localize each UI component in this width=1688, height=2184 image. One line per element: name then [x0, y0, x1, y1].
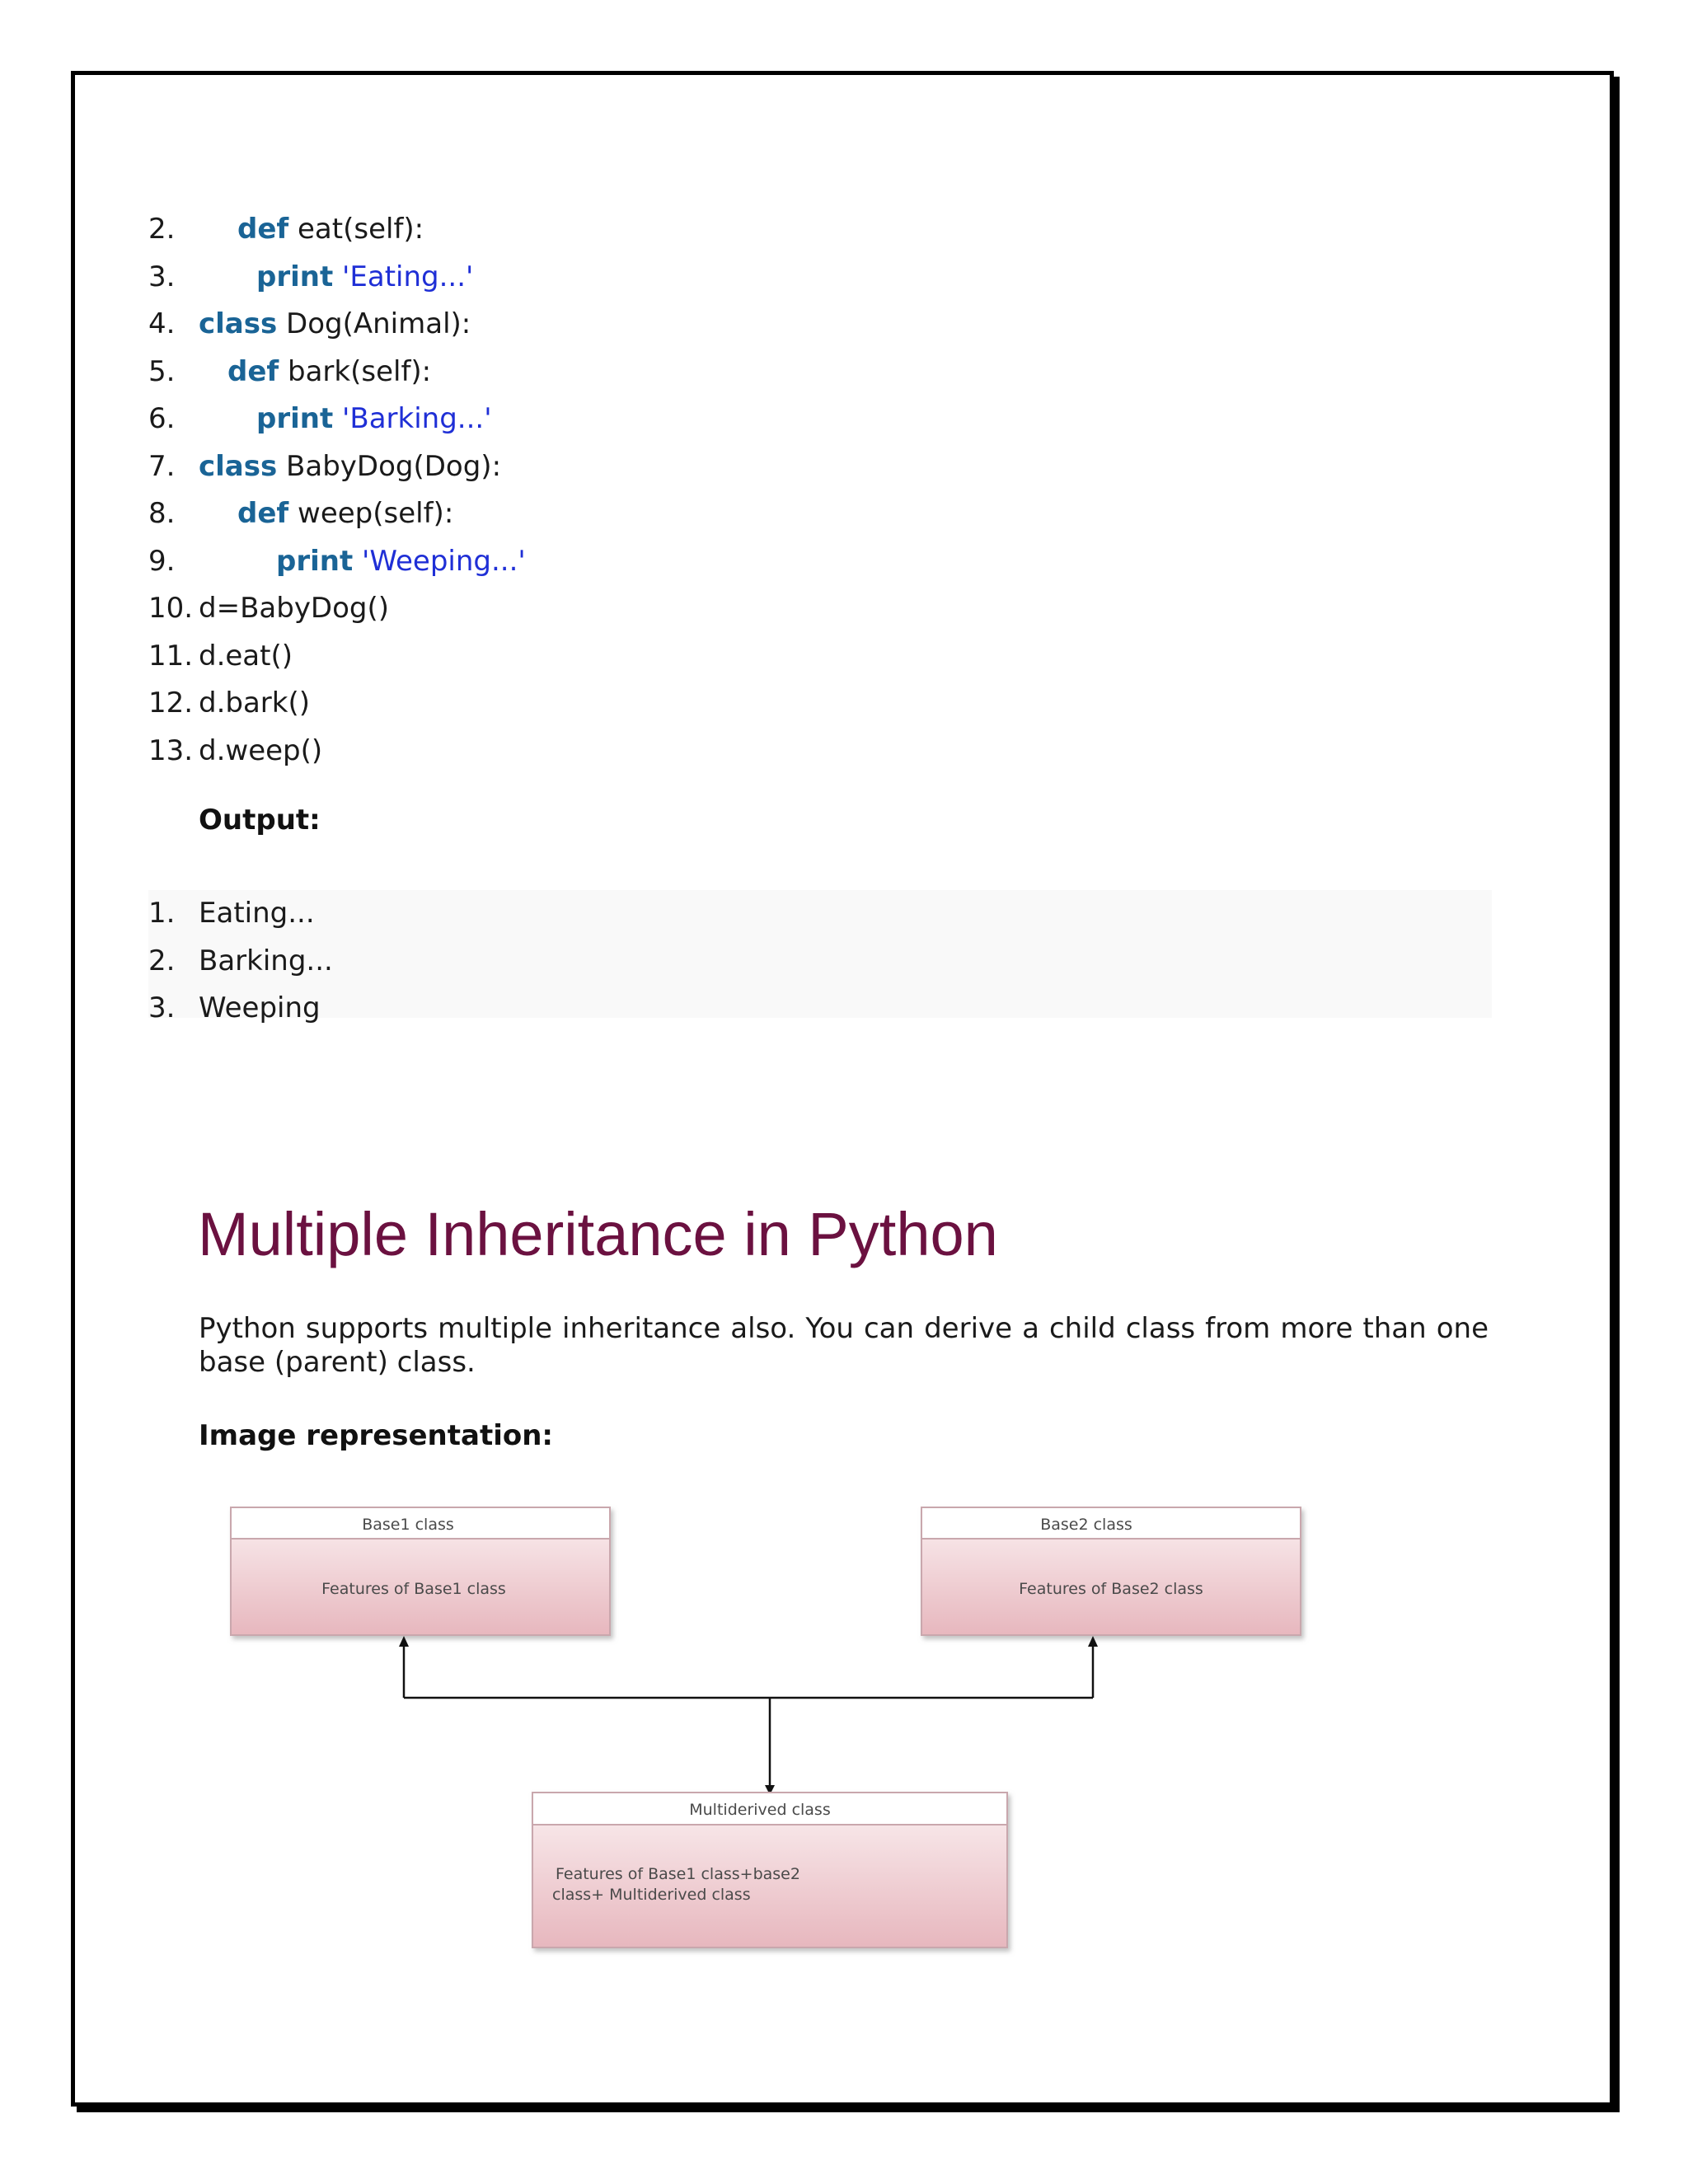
line-number: 11.: [148, 639, 194, 673]
string-literal: 'Barking...': [342, 402, 492, 435]
code-line-10: 10.d=BabyDog(): [148, 585, 1484, 633]
string-literal: 'Weeping...': [362, 544, 526, 578]
code-line-8: 8. def weep(self):: [148, 490, 1484, 538]
line-number: 2.: [148, 944, 176, 977]
line-number: 4.: [148, 307, 176, 340]
output-text: Barking...: [199, 944, 333, 977]
line-number: 3.: [148, 991, 176, 1024]
code-text: bark(self):: [279, 354, 432, 388]
keyword: print: [256, 402, 334, 435]
code-line-11: 11.d.eat(): [148, 633, 1484, 681]
line-number: 9.: [148, 544, 176, 578]
code-text: d.eat(): [199, 639, 293, 673]
image-representation-heading: Image representation:: [199, 1419, 554, 1452]
keyword: class: [199, 449, 278, 483]
output-line: 3. Weeping: [148, 985, 1492, 1033]
keyword: print: [276, 544, 354, 578]
line-number: 5.: [148, 354, 176, 388]
output-list: 1. Eating... 2. Barking... 3. Weeping: [148, 890, 1492, 1033]
code-text: d=BabyDog(): [199, 592, 390, 625]
line-number: 8.: [148, 497, 176, 530]
line-number: 13.: [148, 733, 194, 767]
line-number: 12.: [148, 687, 194, 719]
line-number: 2.: [148, 213, 176, 246]
code-text: weep(self):: [288, 497, 454, 530]
code-text: d.weep(): [199, 733, 323, 767]
code-text: [353, 545, 362, 578]
page-frame: [71, 71, 1614, 2107]
line-number: 6.: [148, 402, 176, 435]
output-box: 1. Eating... 2. Barking... 3. Weeping: [148, 890, 1492, 1024]
code-line-9: 9. print 'Weeping...': [148, 538, 1484, 586]
code-text: Dog(Animal):: [277, 307, 471, 340]
code-line-4: 4. class Dog(Animal):: [148, 301, 1484, 349]
code-text: BabyDog(Dog):: [277, 449, 502, 483]
code-text: eat(self):: [288, 213, 424, 246]
output-heading: Output:: [199, 804, 321, 837]
code-line-2: 2. def eat(self):: [148, 206, 1484, 254]
keyword: def: [237, 213, 289, 246]
line-number: 3.: [148, 260, 176, 293]
intro-paragraph: Python supports multiple inheritance als…: [199, 1312, 1489, 1379]
line-number: 7.: [148, 449, 176, 483]
code-text: [333, 260, 342, 293]
output-line: 1. Eating...: [148, 890, 1492, 938]
keyword: def: [227, 354, 279, 388]
code-line-5: 5. def bark(self):: [148, 349, 1484, 396]
code-text: [333, 402, 342, 435]
output-line: 2. Barking...: [148, 938, 1492, 986]
output-text: Weeping: [199, 991, 321, 1024]
output-text: Eating...: [199, 897, 315, 930]
code-line-12: 12.d.bark(): [148, 680, 1484, 728]
line-number: 10.: [148, 592, 194, 625]
keyword: print: [256, 260, 334, 293]
code-line-13: 13.d.weep(): [148, 728, 1484, 776]
code-line-7: 7. class BabyDog(Dog):: [148, 443, 1484, 491]
line-number: 1.: [148, 897, 176, 930]
section-heading: Multiple Inheritance in Python: [198, 1200, 998, 1268]
code-line-3: 3. print 'Eating...': [148, 254, 1484, 302]
code-listing: 2. def eat(self): 3. print 'Eating...' 4. c…: [148, 206, 1484, 775]
code-line-6: 6. print 'Barking...': [148, 396, 1484, 443]
keyword: class: [199, 307, 278, 340]
string-literal: 'Eating...': [342, 260, 474, 293]
code-text: d.bark(): [199, 687, 311, 719]
keyword: def: [237, 497, 289, 530]
